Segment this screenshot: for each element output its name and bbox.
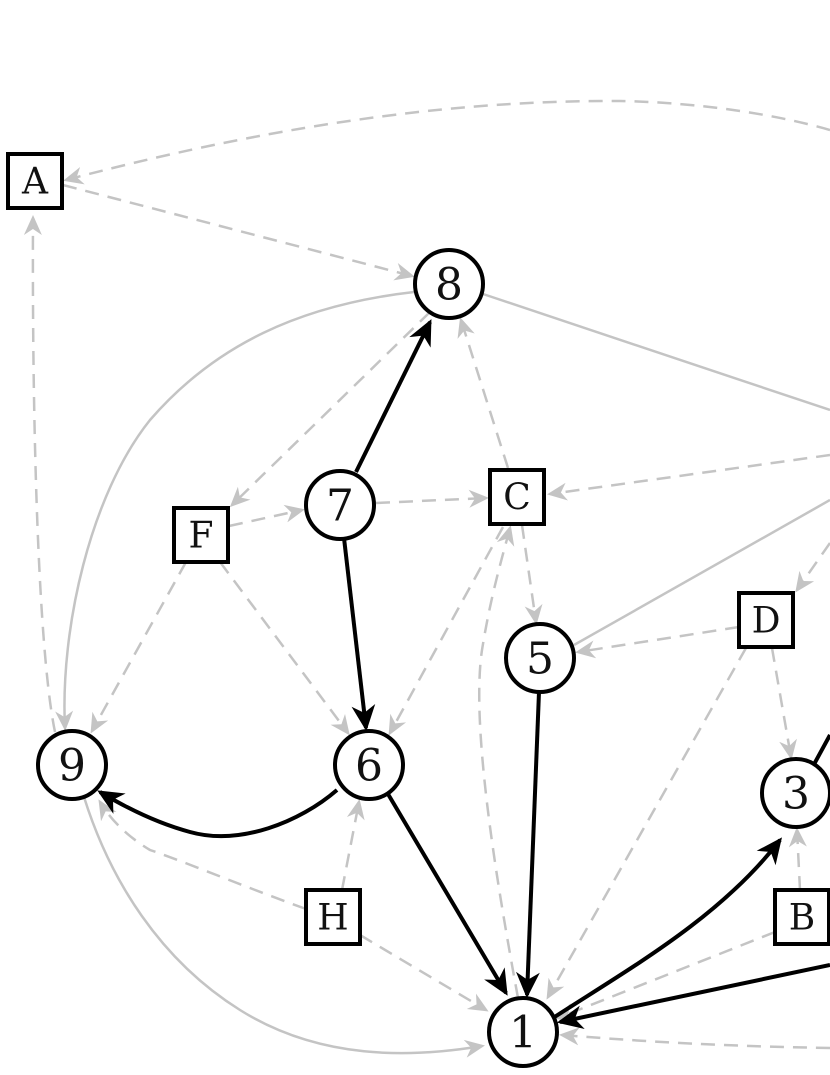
edge-offscreen-right-to-1	[556, 963, 830, 1029]
node-8-label: 8	[435, 260, 463, 311]
node-h: H	[304, 888, 362, 946]
node-7-label: 7	[326, 481, 354, 532]
node-d-box	[737, 591, 795, 649]
edge-1-to-3	[551, 837, 782, 1020]
edge-h-to-6	[340, 799, 365, 891]
edge-h-to-1	[359, 933, 489, 1012]
node-h-box	[304, 888, 362, 946]
edge-9-to-1	[82, 796, 485, 1058]
node-9: 9	[36, 729, 108, 801]
node-d-label: D	[752, 601, 781, 642]
nodes-layer: A 8 7 C F 5 D 9 6 3H B 1	[6, 152, 830, 1068]
node-6-circle	[333, 729, 405, 801]
node-a-box	[6, 152, 64, 210]
node-5: 5	[504, 622, 576, 694]
edge-offscreen-right-to-c	[547, 453, 830, 501]
node-d: D	[737, 591, 795, 649]
edge-8-to-offscreen-right	[482, 292, 830, 412]
edges-layer	[23, 99, 830, 1058]
edge-a-to-8	[62, 183, 415, 281]
node-8: 8	[413, 248, 485, 320]
node-1: 1	[487, 996, 559, 1068]
edge-h-to-9	[98, 799, 307, 911]
node-8-circle	[413, 248, 485, 320]
edge-5-to-1	[515, 691, 541, 999]
edge-7-to-c	[375, 489, 489, 508]
edge-c-to-5	[520, 524, 543, 625]
node-1-circle	[487, 996, 559, 1068]
node-1-label: 1	[509, 1008, 537, 1059]
node-b-label: B	[789, 898, 815, 939]
node-6-label: 6	[355, 741, 383, 792]
edge-offscreen-right-to-a	[63, 99, 830, 185]
node-5-label: 5	[526, 634, 554, 685]
node-b-box	[773, 888, 830, 946]
edge-offscreen-right-to-1	[559, 1027, 830, 1050]
node-f-label: F	[189, 516, 214, 557]
edge-f-to-6	[218, 561, 350, 736]
edge-c-to-6	[388, 526, 505, 736]
edge-offscreen-right-to-d	[795, 542, 830, 593]
edge-d-to-5	[575, 625, 740, 659]
edge-5-to-offscreen-right	[573, 498, 830, 647]
node-3: 3	[760, 757, 830, 829]
node-b: B	[773, 888, 830, 946]
node-6: 6	[333, 729, 405, 801]
edge-d-to-1	[546, 647, 748, 1000]
node-7: 7	[304, 469, 376, 541]
node-a-label: A	[21, 162, 49, 203]
node-c-box	[488, 468, 546, 526]
edge-7-to-6	[342, 537, 376, 732]
edge-f-to-9	[90, 561, 188, 734]
node-c-label: C	[503, 478, 531, 519]
edge-9-to-a	[23, 215, 57, 733]
node-5-circle	[504, 622, 576, 694]
edge-7-to-8	[354, 319, 432, 473]
edge-1-to-c	[477, 525, 520, 999]
node-9-circle	[36, 729, 108, 801]
edge-6-to-9	[97, 788, 339, 838]
edge-f-to-7	[228, 504, 305, 528]
node-c: C	[488, 468, 546, 526]
node-f: F	[172, 506, 230, 564]
edge-6-to-1	[386, 792, 508, 996]
node-h-label: H	[317, 898, 348, 939]
edge-b-to-1	[555, 930, 776, 1021]
edge-d-to-3	[770, 647, 797, 760]
node-f-box	[172, 506, 230, 564]
node-7-circle	[304, 469, 376, 541]
edge-8-to-f	[229, 311, 431, 508]
node-3-label: 3	[782, 769, 810, 820]
node-9-label: 9	[58, 741, 86, 792]
edge-b-to-3	[788, 827, 807, 891]
node-3-circle	[760, 757, 830, 829]
edge-c-to-8	[457, 317, 510, 469]
edge-8-to-9	[55, 290, 415, 731]
node-a: A	[6, 152, 64, 210]
